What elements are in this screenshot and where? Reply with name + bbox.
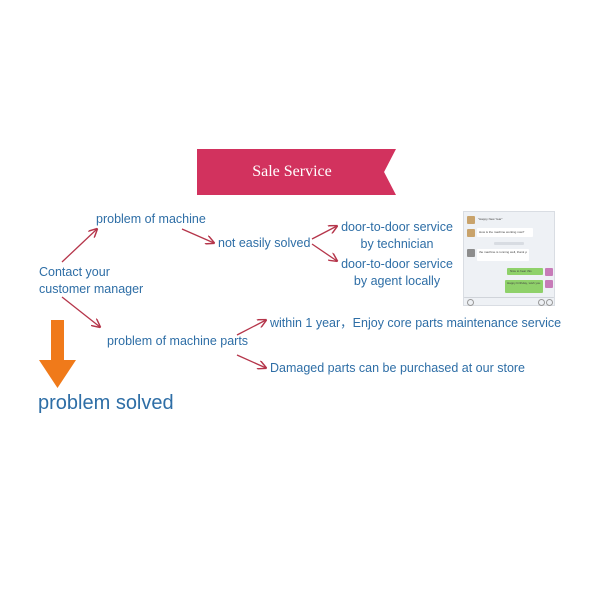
- chat-msg-3: the machine is running well, thank you: [479, 251, 527, 254]
- chat-msg-1: "Happy New Year": [478, 218, 503, 221]
- chat-msg-2: How is the machine working now?: [479, 231, 525, 234]
- node-within-year: within 1 year，Enjoy core parts maintenan…: [270, 316, 562, 330]
- node-door-agent-line2: by agent locally: [353, 274, 441, 288]
- arrow-notsolved-to-tech: [311, 226, 337, 240]
- avatar: [545, 280, 553, 288]
- chat-bubble-5: [505, 280, 543, 293]
- voice-icon: [467, 299, 474, 306]
- avatar: [467, 249, 475, 257]
- node-door-agent: door-to-door service by agent locally: [338, 256, 456, 290]
- arrow-contact-to-machine: [61, 229, 97, 263]
- node-contact-line1: Contact your: [39, 265, 110, 279]
- arrow-contact-to-parts: [61, 296, 100, 327]
- node-not-easily-solved: not easily solved: [218, 236, 311, 250]
- chat-msg-4: Nice to hear this: [510, 270, 532, 273]
- emoji-icon: [538, 299, 545, 306]
- problem-solved: problem solved: [38, 392, 174, 414]
- plus-icon: [546, 299, 553, 306]
- node-contact: Contact your customer manager: [39, 264, 143, 298]
- avatar: [467, 216, 475, 224]
- chat-msg-5: Happy birthday, wish you all the best: [507, 282, 541, 285]
- node-door-technician-line1: door-to-door service: [341, 220, 453, 234]
- node-door-agent-line1: door-to-door service: [341, 257, 453, 271]
- timestamp-bar: [494, 242, 524, 245]
- node-door-technician: door-to-door service by technician: [338, 219, 456, 253]
- node-contact-line2: customer manager: [39, 282, 144, 296]
- arrow-parts-to-damaged: [236, 354, 266, 368]
- avatar: [545, 268, 553, 276]
- arrow-notsolved-to-agent: [311, 243, 337, 261]
- node-door-technician-line2: by technician: [360, 237, 434, 251]
- title: Sale Service: [252, 163, 332, 180]
- node-problem-machine: problem of machine: [96, 212, 206, 226]
- arrow-machine-to-notsolved: [181, 228, 214, 243]
- title-ribbon: [197, 149, 396, 195]
- chat-bubble-4: [507, 268, 543, 275]
- node-problem-parts: problem of machine parts: [107, 334, 249, 348]
- chat-bubble-3: [477, 249, 529, 261]
- chat-screenshot: "Happy New Year" How is the machine work…: [463, 211, 555, 306]
- arrow-parts-to-year: [236, 320, 266, 336]
- chat-bubble-2: [477, 228, 533, 237]
- down-arrow-icon: [39, 320, 76, 388]
- node-damaged-parts: Damaged parts can be purchased at our st…: [270, 361, 526, 375]
- input-divider: [464, 297, 554, 298]
- avatar: [467, 229, 475, 237]
